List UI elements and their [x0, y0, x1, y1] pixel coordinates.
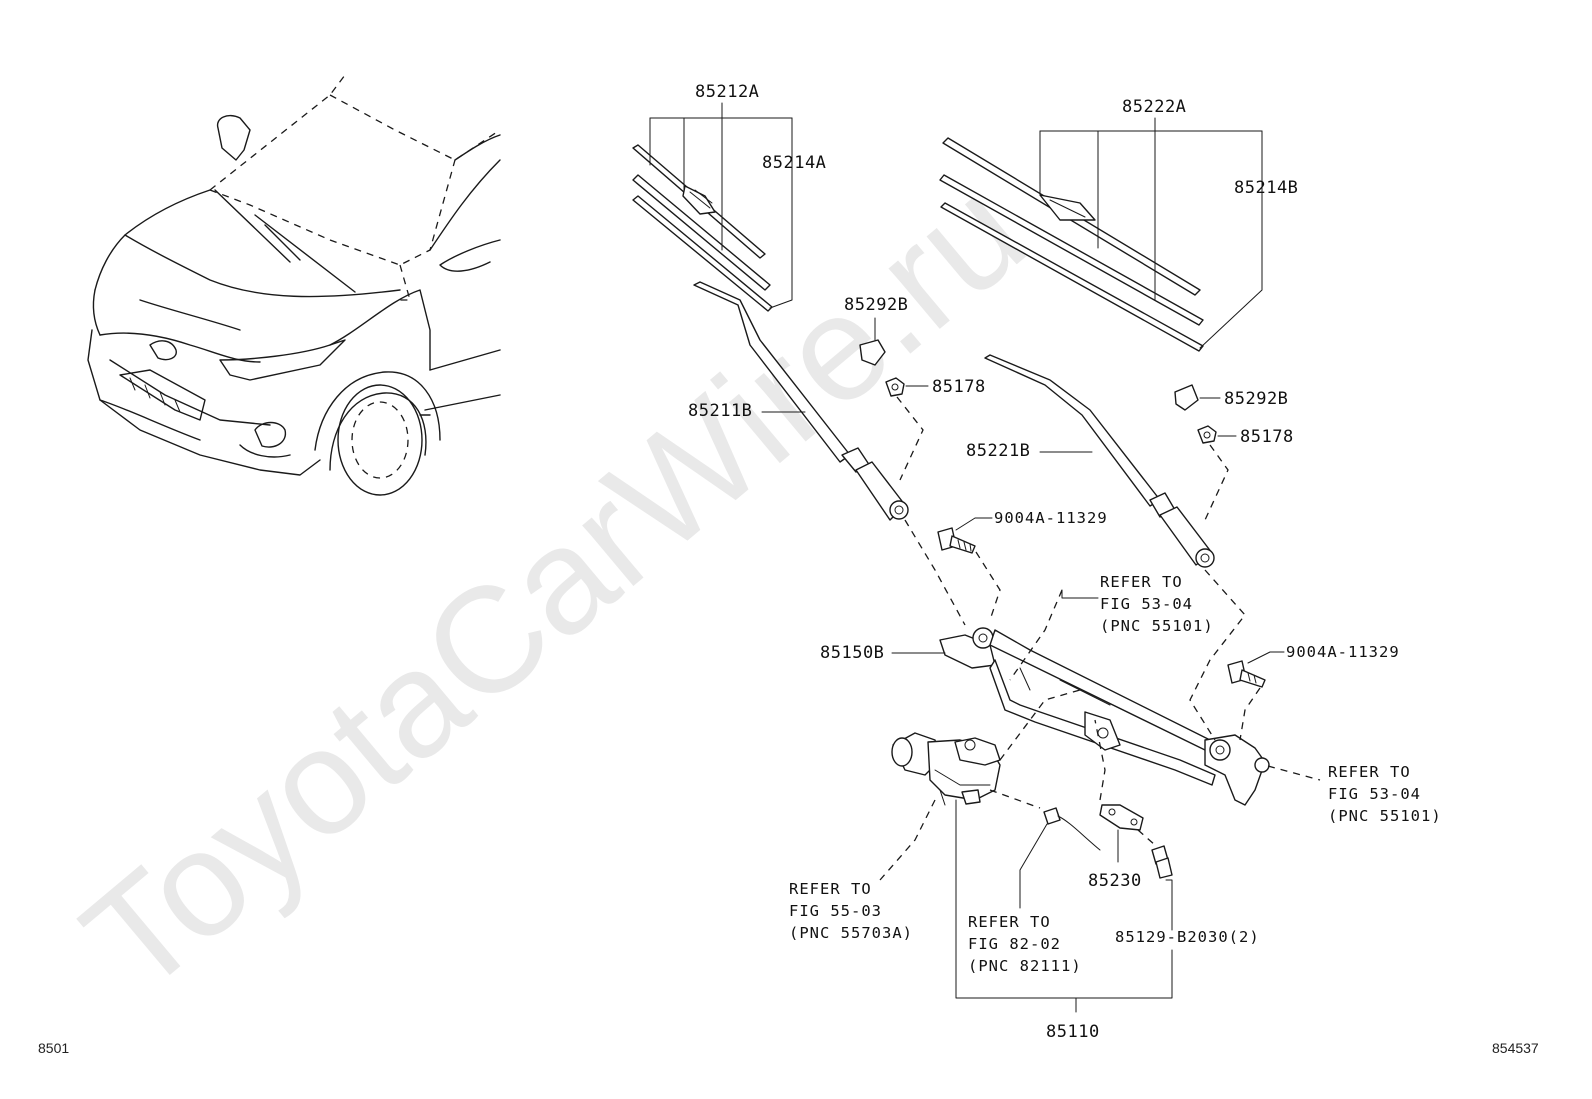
watermark: ToyotaCarWire.ru [53, 146, 1055, 1025]
wiper-motor [879, 689, 1081, 881]
cap-85292B-right: 85292B 85178 [1174, 384, 1294, 521]
car-illustration [87, 74, 501, 496]
bracket-85230: 85230 [1088, 719, 1156, 891]
figure-code-left: 8501 [38, 1040, 69, 1056]
ref-right-line2: FIG 53-04 [1328, 785, 1421, 803]
ref-right-line3: (PNC 55101) [1328, 807, 1442, 825]
cap-85292B-left: 85292B 85178 [844, 295, 986, 481]
part-label-85110: 85110 [1046, 1022, 1100, 1042]
ref-wire-line2: FIG 82-02 [968, 935, 1061, 953]
part-label-85150B: 85150B [820, 643, 884, 663]
ref-top-line3: (PNC 55101) [1100, 617, 1214, 635]
label-85212A: 85212A 85214A [649, 82, 826, 309]
part-label-85212A: 85212A [695, 82, 759, 102]
part-label-85292B-left: 85292B [844, 295, 908, 315]
reference-fig-53-04-top: REFER TO FIG 53-04 (PNC 55101) [1009, 573, 1214, 681]
part-label-85214B: 85214B [1234, 178, 1298, 198]
part-label-85221B: 85221B [966, 441, 1030, 461]
label-85222A: 85222A 85214B [1039, 97, 1298, 349]
ref-top-line1: REFER TO [1100, 573, 1183, 591]
label-85211B: 85211B [688, 401, 806, 421]
part-label-85230: 85230 [1088, 871, 1142, 891]
ref-motor-line3: (PNC 55703A) [789, 924, 913, 942]
label-85110: 85110 [955, 799, 1173, 1042]
part-label-85214A: 85214A [762, 153, 826, 173]
part-label-85292B-right: 85292B [1224, 389, 1288, 409]
screw-85129: 85129-B2030(2) [1115, 845, 1260, 946]
part-label-85178-right: 85178 [1240, 427, 1294, 447]
part-label-85211B: 85211B [688, 401, 752, 421]
watermark-text: ToyotaCarWire.ru [53, 146, 1055, 1025]
ref-motor-line1: REFER TO [789, 880, 872, 898]
figure-code-right: 854537 [1492, 1040, 1539, 1056]
label-85221B: 85221B [966, 441, 1093, 461]
part-label-85222A: 85222A [1122, 97, 1186, 117]
ref-wire-line3: (PNC 82111) [968, 957, 1082, 975]
part-label-9004A-right: 9004A-11329 [1286, 643, 1400, 661]
ref-right-line1: REFER TO [1328, 763, 1411, 781]
linkage-85150B [939, 627, 1270, 806]
wiper-arm-85221B [984, 354, 1215, 568]
ref-motor-line2: FIG 55-03 [789, 902, 882, 920]
ref-wire-line1: REFER TO [968, 913, 1051, 931]
bolt-9004A-right: 9004A-11329 [1189, 569, 1400, 741]
part-label-9004A-left: 9004A-11329 [994, 509, 1108, 527]
label-85150B: 85150B [820, 643, 946, 663]
reference-fig-53-04-right: REFER TO FIG 53-04 (PNC 55101) [1267, 763, 1442, 825]
wiper-blade-85212A [632, 144, 773, 312]
wiper-arm-85211B [693, 281, 909, 521]
part-label-85129: 85129-B2030(2) [1115, 928, 1260, 946]
reference-fig-55-03: REFER TO FIG 55-03 (PNC 55703A) [789, 880, 913, 942]
wire-connector [1019, 807, 1101, 909]
wiper-blade-85222A [939, 137, 1204, 352]
bolt-9004A-left: 9004A-11329 [904, 509, 1108, 626]
ref-top-line2: FIG 53-04 [1100, 595, 1193, 613]
reference-fig-82-02: REFER TO FIG 82-02 (PNC 82111) [968, 913, 1082, 975]
part-label-85178-left: 85178 [932, 377, 986, 397]
